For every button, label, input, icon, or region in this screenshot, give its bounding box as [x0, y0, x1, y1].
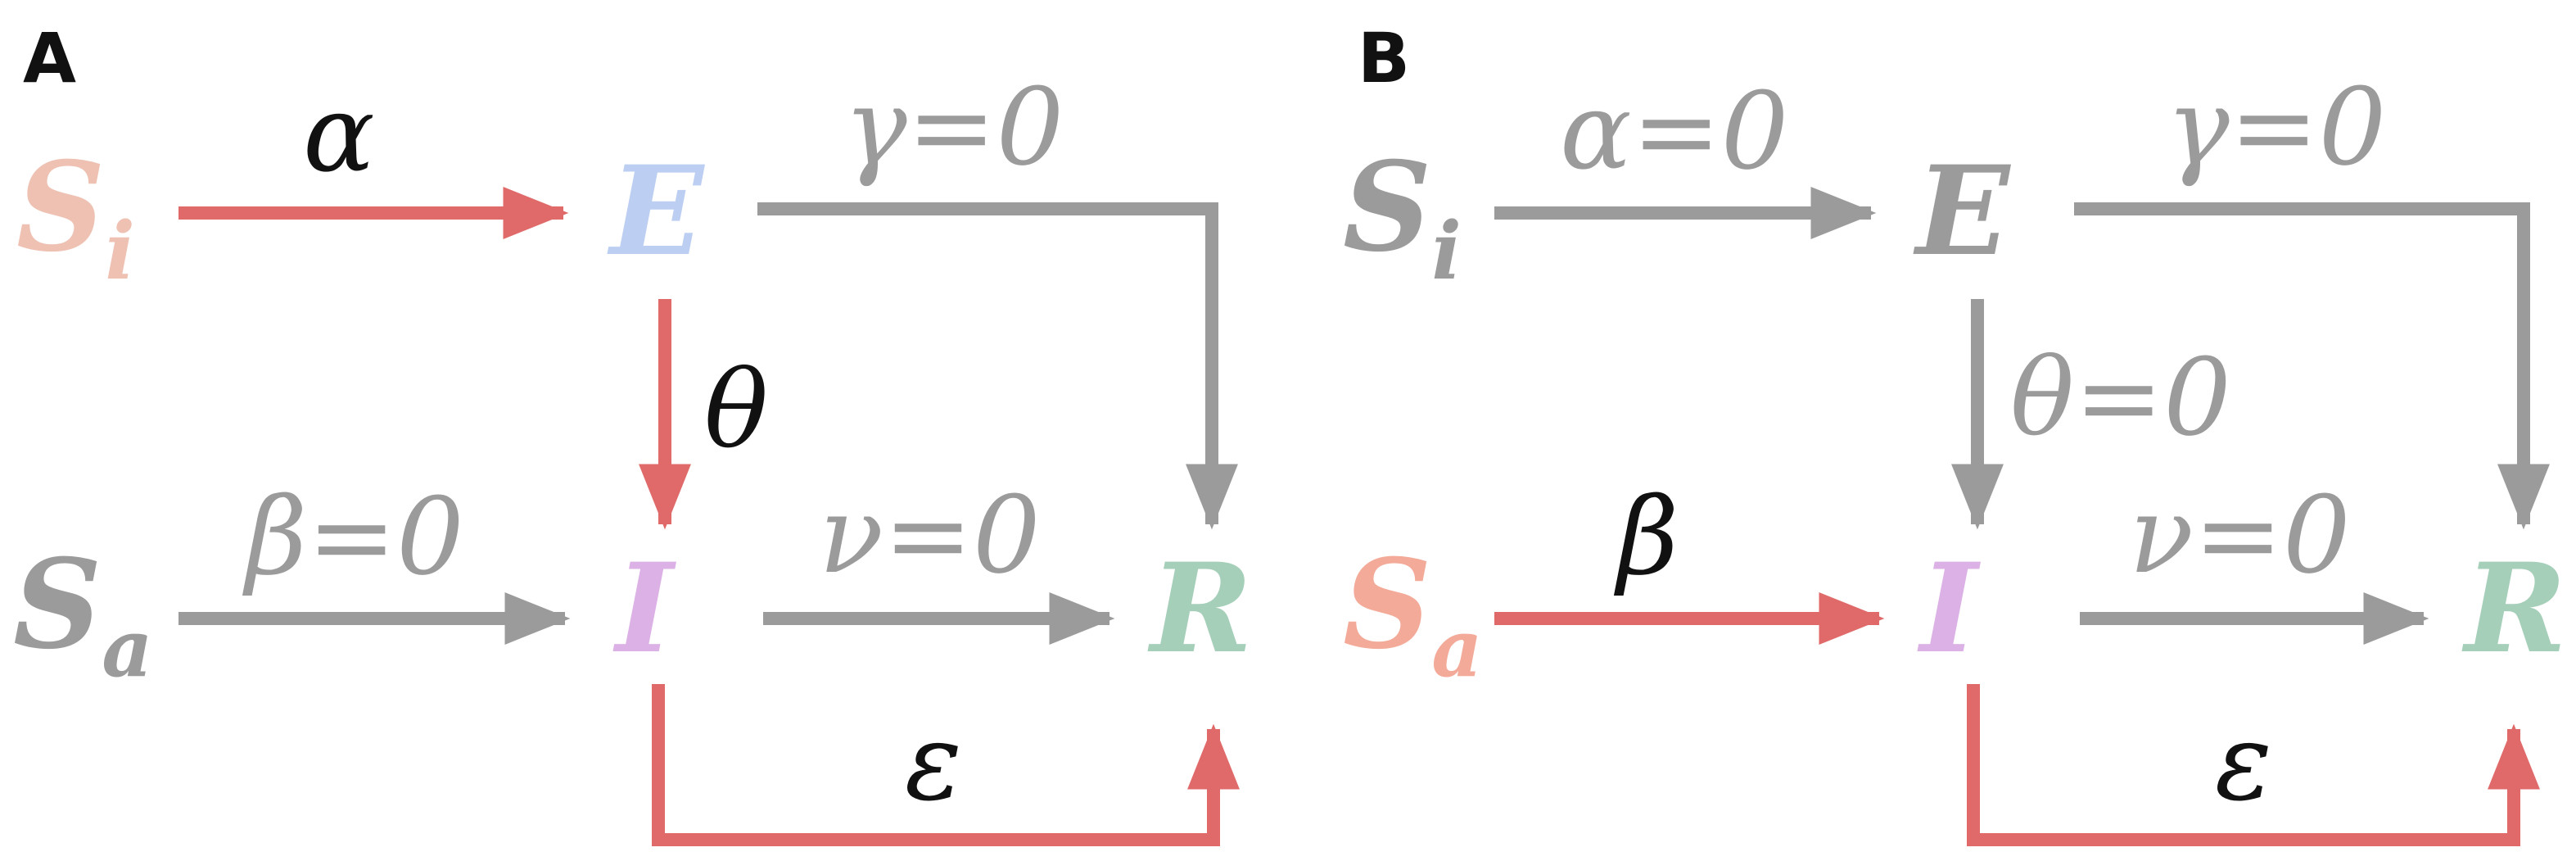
edge-label-gamma: γ=0	[843, 65, 1064, 189]
panel-a: A Si Sa E I R α γ=0 θ β=0 ν=0 ε	[13, 18, 1253, 846]
edge-label-beta: β	[1613, 474, 1679, 599]
node-si-letter: S	[1343, 135, 1431, 279]
edge-label-theta: θ	[704, 347, 768, 472]
node-sa-letter: S	[13, 532, 102, 677]
node-i: I	[612, 537, 676, 681]
node-sa-letter: S	[1343, 532, 1431, 677]
edge-label-nu: ν=0	[819, 473, 1041, 597]
node-sa-subscript: a	[1431, 602, 1482, 695]
panel-b: B Si Sa E I R α=0 γ=0 θ=0 β ν=0 ε	[1343, 18, 2567, 846]
node-sa-subscript: a	[102, 602, 152, 695]
node-i: I	[1917, 537, 1981, 681]
edge-label-nu: ν=0	[2129, 473, 2351, 597]
node-si-subscript: i	[1431, 205, 1461, 297]
node-e: E	[1913, 139, 2012, 283]
edge-e-to-r	[2074, 202, 2550, 530]
edge-i-to-r-epsilon	[1967, 684, 2540, 846]
node-si: Si	[16, 135, 135, 297]
node-r: R	[1147, 537, 1253, 681]
edge-label-theta: θ=0	[2010, 335, 2231, 460]
node-si: Si	[1343, 135, 1462, 297]
node-sa: Sa	[1343, 532, 1483, 695]
edge-label-beta: β=0	[242, 474, 464, 599]
node-sa: Sa	[13, 532, 153, 695]
node-si-subscript: i	[105, 205, 134, 297]
panel-b-label: B	[1358, 18, 1410, 98]
edge-e-to-r	[757, 202, 1238, 530]
edge-i-to-r-epsilon	[652, 684, 1240, 846]
edge-label-epsilon: ε	[2215, 700, 2272, 824]
edge-label-alpha: α	[303, 71, 375, 196]
node-e: E	[607, 139, 706, 283]
node-si-letter: S	[16, 135, 105, 279]
node-r: R	[2461, 537, 2567, 681]
panel-a-label: A	[23, 18, 76, 98]
edge-label-gamma: γ=0	[2166, 65, 2386, 189]
edge-label-alpha: α=0	[1560, 69, 1788, 193]
edge-label-epsilon: ε	[905, 700, 962, 824]
